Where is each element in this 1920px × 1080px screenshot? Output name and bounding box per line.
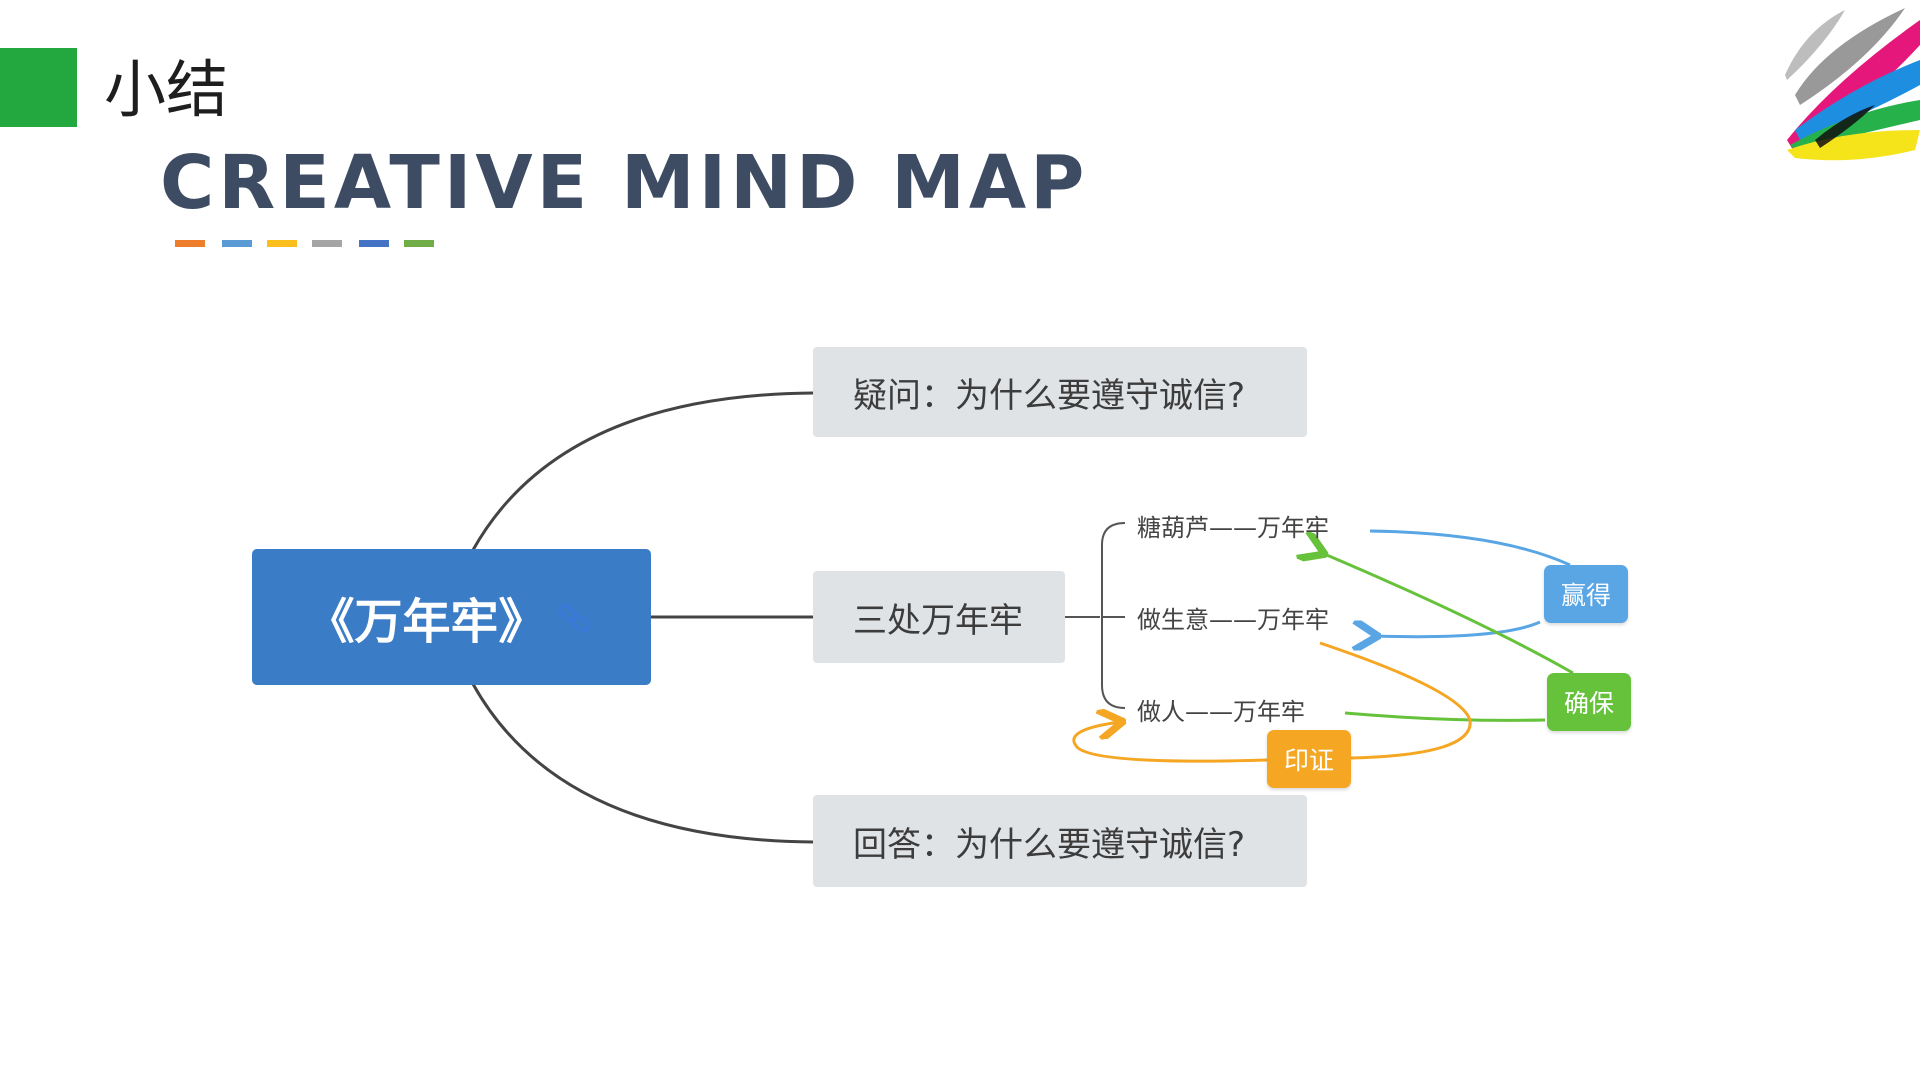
relation-ensure-2 [1344,711,1546,722]
relation-proof-1 [1319,641,1472,760]
link-icon [558,603,590,633]
root-label: 《万年牢》 [306,594,547,650]
page-subtitle: CREATIVE MIND MAP [160,140,1089,226]
color-dash [312,240,342,247]
relation-win-1 [1369,529,1571,567]
branch-question: 疑问：为什么要遵守诚信? [813,347,1307,437]
connector-answer [471,683,814,844]
relation-win-2 [1375,622,1541,637]
connector-question [471,391,814,551]
brand-logo [1785,8,1920,161]
connector-leaf-brace [1101,522,1126,709]
relation-proof-2 [1072,722,1268,763]
color-dash [222,240,252,247]
leaf-person: 做人——万年牢 [1137,698,1305,726]
color-dash [267,240,297,247]
mindmap-root-node: 《万年牢》 [252,549,651,685]
color-dash [175,240,205,247]
leaf-candied-haws: 糖葫芦——万年牢 [1137,514,1329,542]
tag-proof: 印证 [1267,730,1351,788]
branch-answer: 回答：为什么要遵守诚信? [813,795,1307,887]
title-accent-square [0,48,77,127]
color-dash [404,240,434,247]
page-title: 小结 [104,53,229,126]
branch-three-places: 三处万年牢 [813,571,1065,663]
leaf-business: 做生意——万年牢 [1137,606,1329,634]
color-dash [359,240,389,247]
relation-ensure-1 [1322,553,1574,675]
tag-win: 赢得 [1544,565,1628,623]
tag-ensure: 确保 [1547,673,1631,731]
